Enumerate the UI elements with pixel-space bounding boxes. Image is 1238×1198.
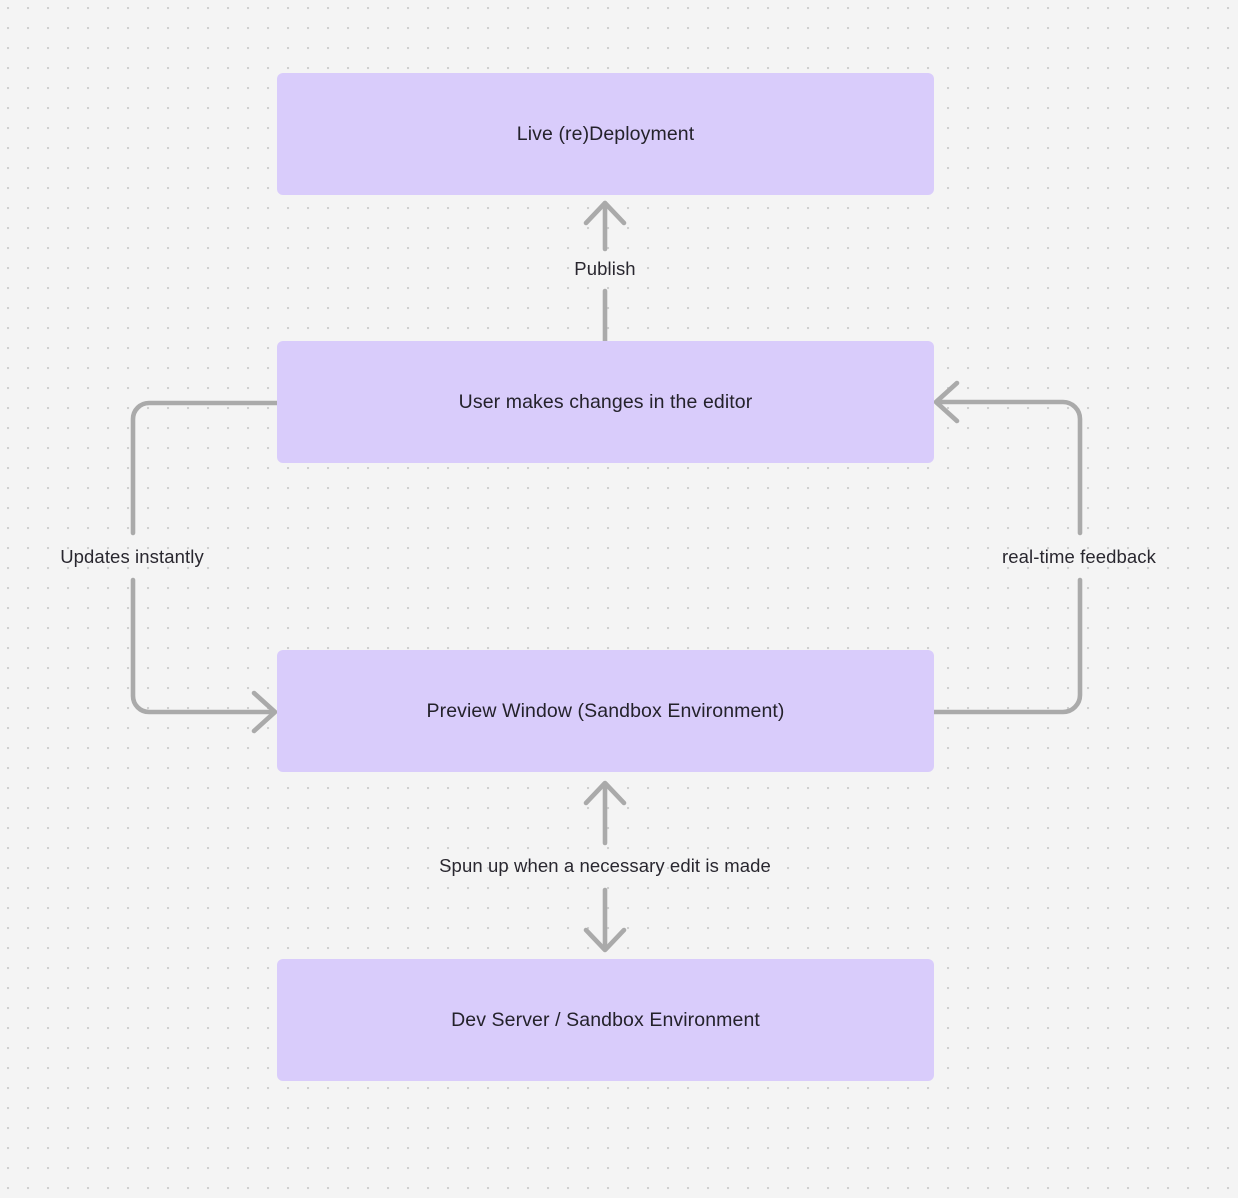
edge-label-real-time-feedback: real-time feedback [1002, 545, 1156, 567]
node-preview-window-label: Preview Window (Sandbox Environment) [426, 699, 785, 722]
edge-spun-up-arrowhead-up-icon [583, 780, 627, 806]
edge-updates-instantly [130, 400, 280, 734]
edge-real-time-feedback-path-upper [934, 399, 1083, 536]
node-live-deployment[interactable]: Live (re)Deployment [277, 73, 934, 195]
edge-publish-arrowhead-icon [583, 200, 627, 226]
node-dev-server[interactable]: Dev Server / Sandbox Environment [277, 959, 934, 1081]
node-user-edits-label: User makes changes in the editor [458, 390, 753, 413]
node-preview-window[interactable]: Preview Window (Sandbox Environment) [277, 650, 934, 772]
edge-label-updates-instantly: Updates instantly [60, 545, 204, 567]
edge-label-spun-up: Spun up when a necessary edit is made [439, 854, 771, 876]
node-user-edits[interactable]: User makes changes in the editor [277, 341, 934, 463]
node-dev-server-label: Dev Server / Sandbox Environment [451, 1008, 760, 1031]
edge-updates-instantly-path-lower [130, 577, 277, 715]
edge-updates-instantly-arrowhead-icon [251, 690, 278, 734]
edge-real-time-feedback-arrowhead-icon [933, 380, 960, 424]
edge-spun-up-arrowhead-down-icon [583, 927, 627, 953]
node-live-deployment-label: Live (re)Deployment [516, 122, 695, 145]
edge-updates-instantly-path-upper [130, 400, 280, 536]
edge-label-publish: Publish [574, 257, 636, 279]
edge-real-time-feedback-path-lower [931, 577, 1083, 715]
